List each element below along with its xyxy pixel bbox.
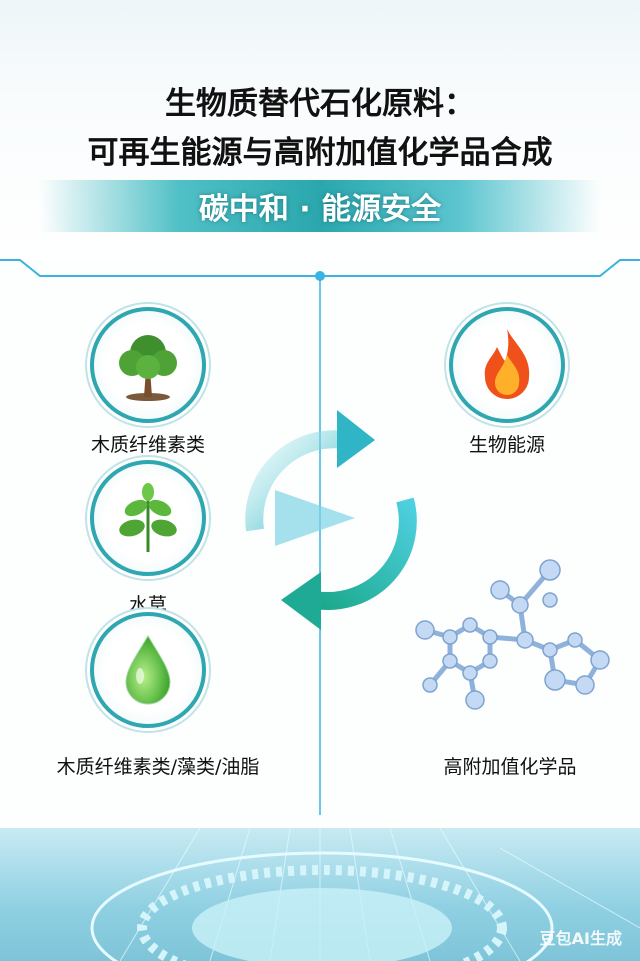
output-label-bioenergy: 生物能源 [468,434,546,456]
tree-icon [119,335,177,401]
input-label-aquatic-plants: 水草 [128,594,168,616]
flame-icon-circle [449,307,565,423]
plant-icon [119,483,177,552]
conversion-cycle-arrows-icon [245,410,417,630]
divider-lines [0,259,640,815]
flame-icon [484,329,530,399]
output-label-high-value-chemicals: 高附加值化学品 [443,756,577,778]
banner-text: 碳中和 · 能源安全 [198,192,442,227]
tech-platform-background [0,828,640,961]
title-line-1: 生物质替代石化原料： [165,86,475,122]
watermark: 豆包AI生成 [539,929,622,948]
molecule-icon [415,559,610,710]
subtitle-banner: 碳中和 · 能源安全 [40,180,600,232]
title-line-2: 可再生能源与高附加值化学品合成 [87,135,553,171]
tree-icon-circle [90,307,206,423]
green-droplet-icon [125,635,171,705]
droplet-icon-circle [90,612,206,728]
input-label-lignocellulose: 木质纤维素类 [90,434,206,456]
input-label-lignocellulose-algae-oils: 木质纤维素类/藻类/油脂 [56,756,260,778]
plant-icon-circle [90,460,206,576]
